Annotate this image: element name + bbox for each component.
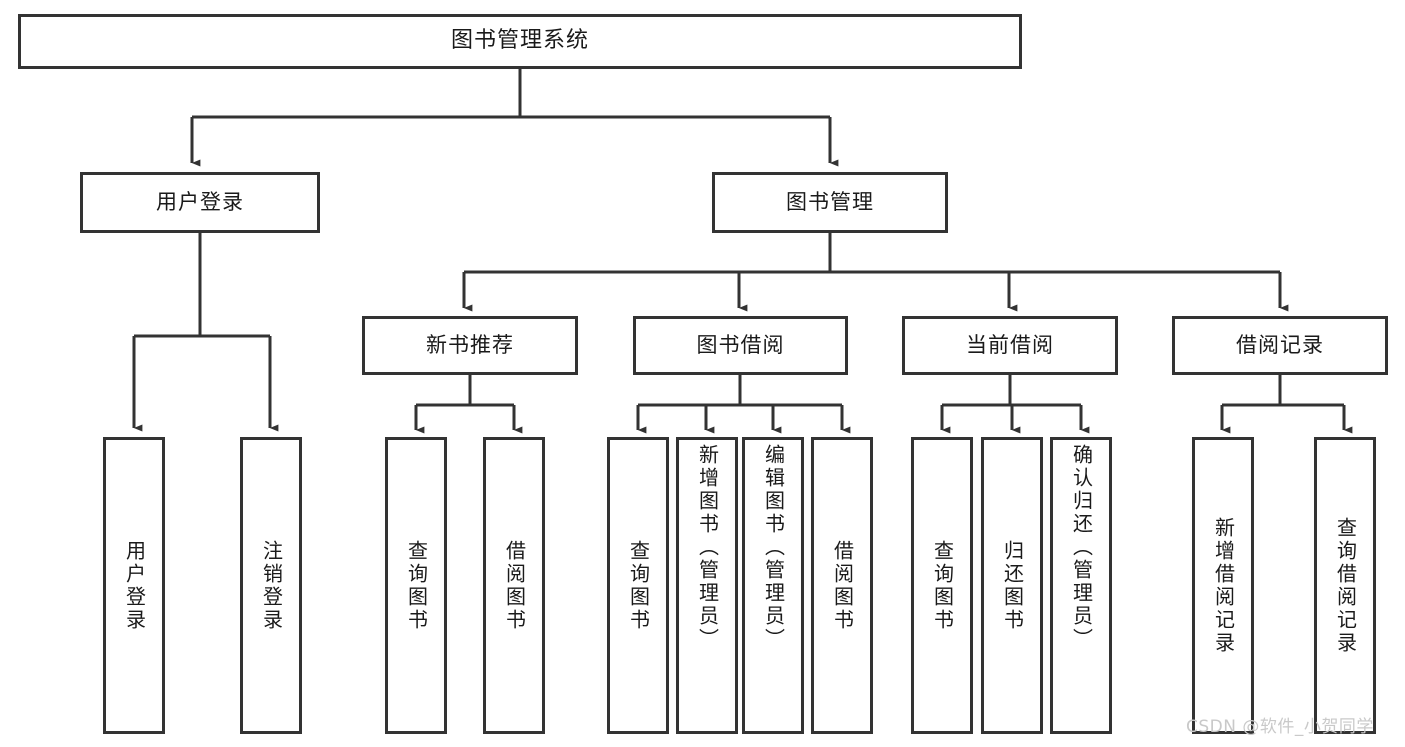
node-label: 查询借阅记录 [1333,516,1358,655]
node-borrowing-records[interactable]: 借阅记录 [1172,316,1388,375]
node-label: 当前借阅 [966,332,1054,357]
node-current-borrowing[interactable]: 当前借阅 [902,316,1118,375]
node-label: 查询图书 [404,539,429,632]
node-label: 借阅记录 [1236,332,1324,357]
leaf-borrow-record-query-record[interactable]: 查询借阅记录 [1314,437,1376,734]
node-label: 新增借阅记录 [1211,516,1236,655]
node-label: 借阅图书 [502,539,527,632]
leaf-new-book-query-books[interactable]: 查询图书 [385,437,447,734]
node-new-book-recommendation[interactable]: 新书推荐 [362,316,578,375]
leaf-current-borrow-query-books[interactable]: 查询图书 [911,437,973,734]
leaf-book-borrow-edit-book-admin[interactable]: 编辑图书（管理员） [742,437,804,734]
node-label: 用户登录 [122,539,147,632]
node-label: 确认归还（管理员） [1069,444,1094,651]
node-label: 归还图书 [1000,539,1025,632]
node-label: 注销登录 [259,539,284,632]
leaf-borrow-record-add-record[interactable]: 新增借阅记录 [1192,437,1254,734]
leaf-current-borrow-return-books[interactable]: 归还图书 [981,437,1043,734]
node-label: 图书借阅 [696,332,785,357]
node-label: 新书推荐 [426,332,514,357]
leaf-book-borrow-add-book-admin[interactable]: 新增图书（管理员） [676,437,738,734]
node-label: 查询图书 [626,539,651,632]
node-root-book-management-system[interactable]: 图书管理系统 [18,14,1022,69]
node-label: 新增图书（管理员） [695,444,720,651]
node-label: 图书管理 [786,189,874,214]
leaf-logout[interactable]: 注销登录 [240,437,302,734]
node-label: 编辑图书（管理员） [761,444,786,651]
leaf-new-book-borrow-books[interactable]: 借阅图书 [483,437,545,734]
node-book-borrowing[interactable]: 图书借阅 [633,316,848,375]
leaf-book-borrow-query-books[interactable]: 查询图书 [607,437,669,734]
leaf-current-borrow-confirm-return-admin[interactable]: 确认归还（管理员） [1050,437,1112,734]
node-user-login[interactable]: 用户登录 [80,172,320,233]
node-label: 用户登录 [156,189,244,214]
node-label: 图书管理系统 [450,28,589,54]
node-label: 查询图书 [930,539,955,632]
node-book-management[interactable]: 图书管理 [712,172,948,233]
node-label: 借阅图书 [830,539,855,632]
leaf-user-login[interactable]: 用户登录 [103,437,165,734]
leaf-book-borrow-borrow-books[interactable]: 借阅图书 [811,437,873,734]
